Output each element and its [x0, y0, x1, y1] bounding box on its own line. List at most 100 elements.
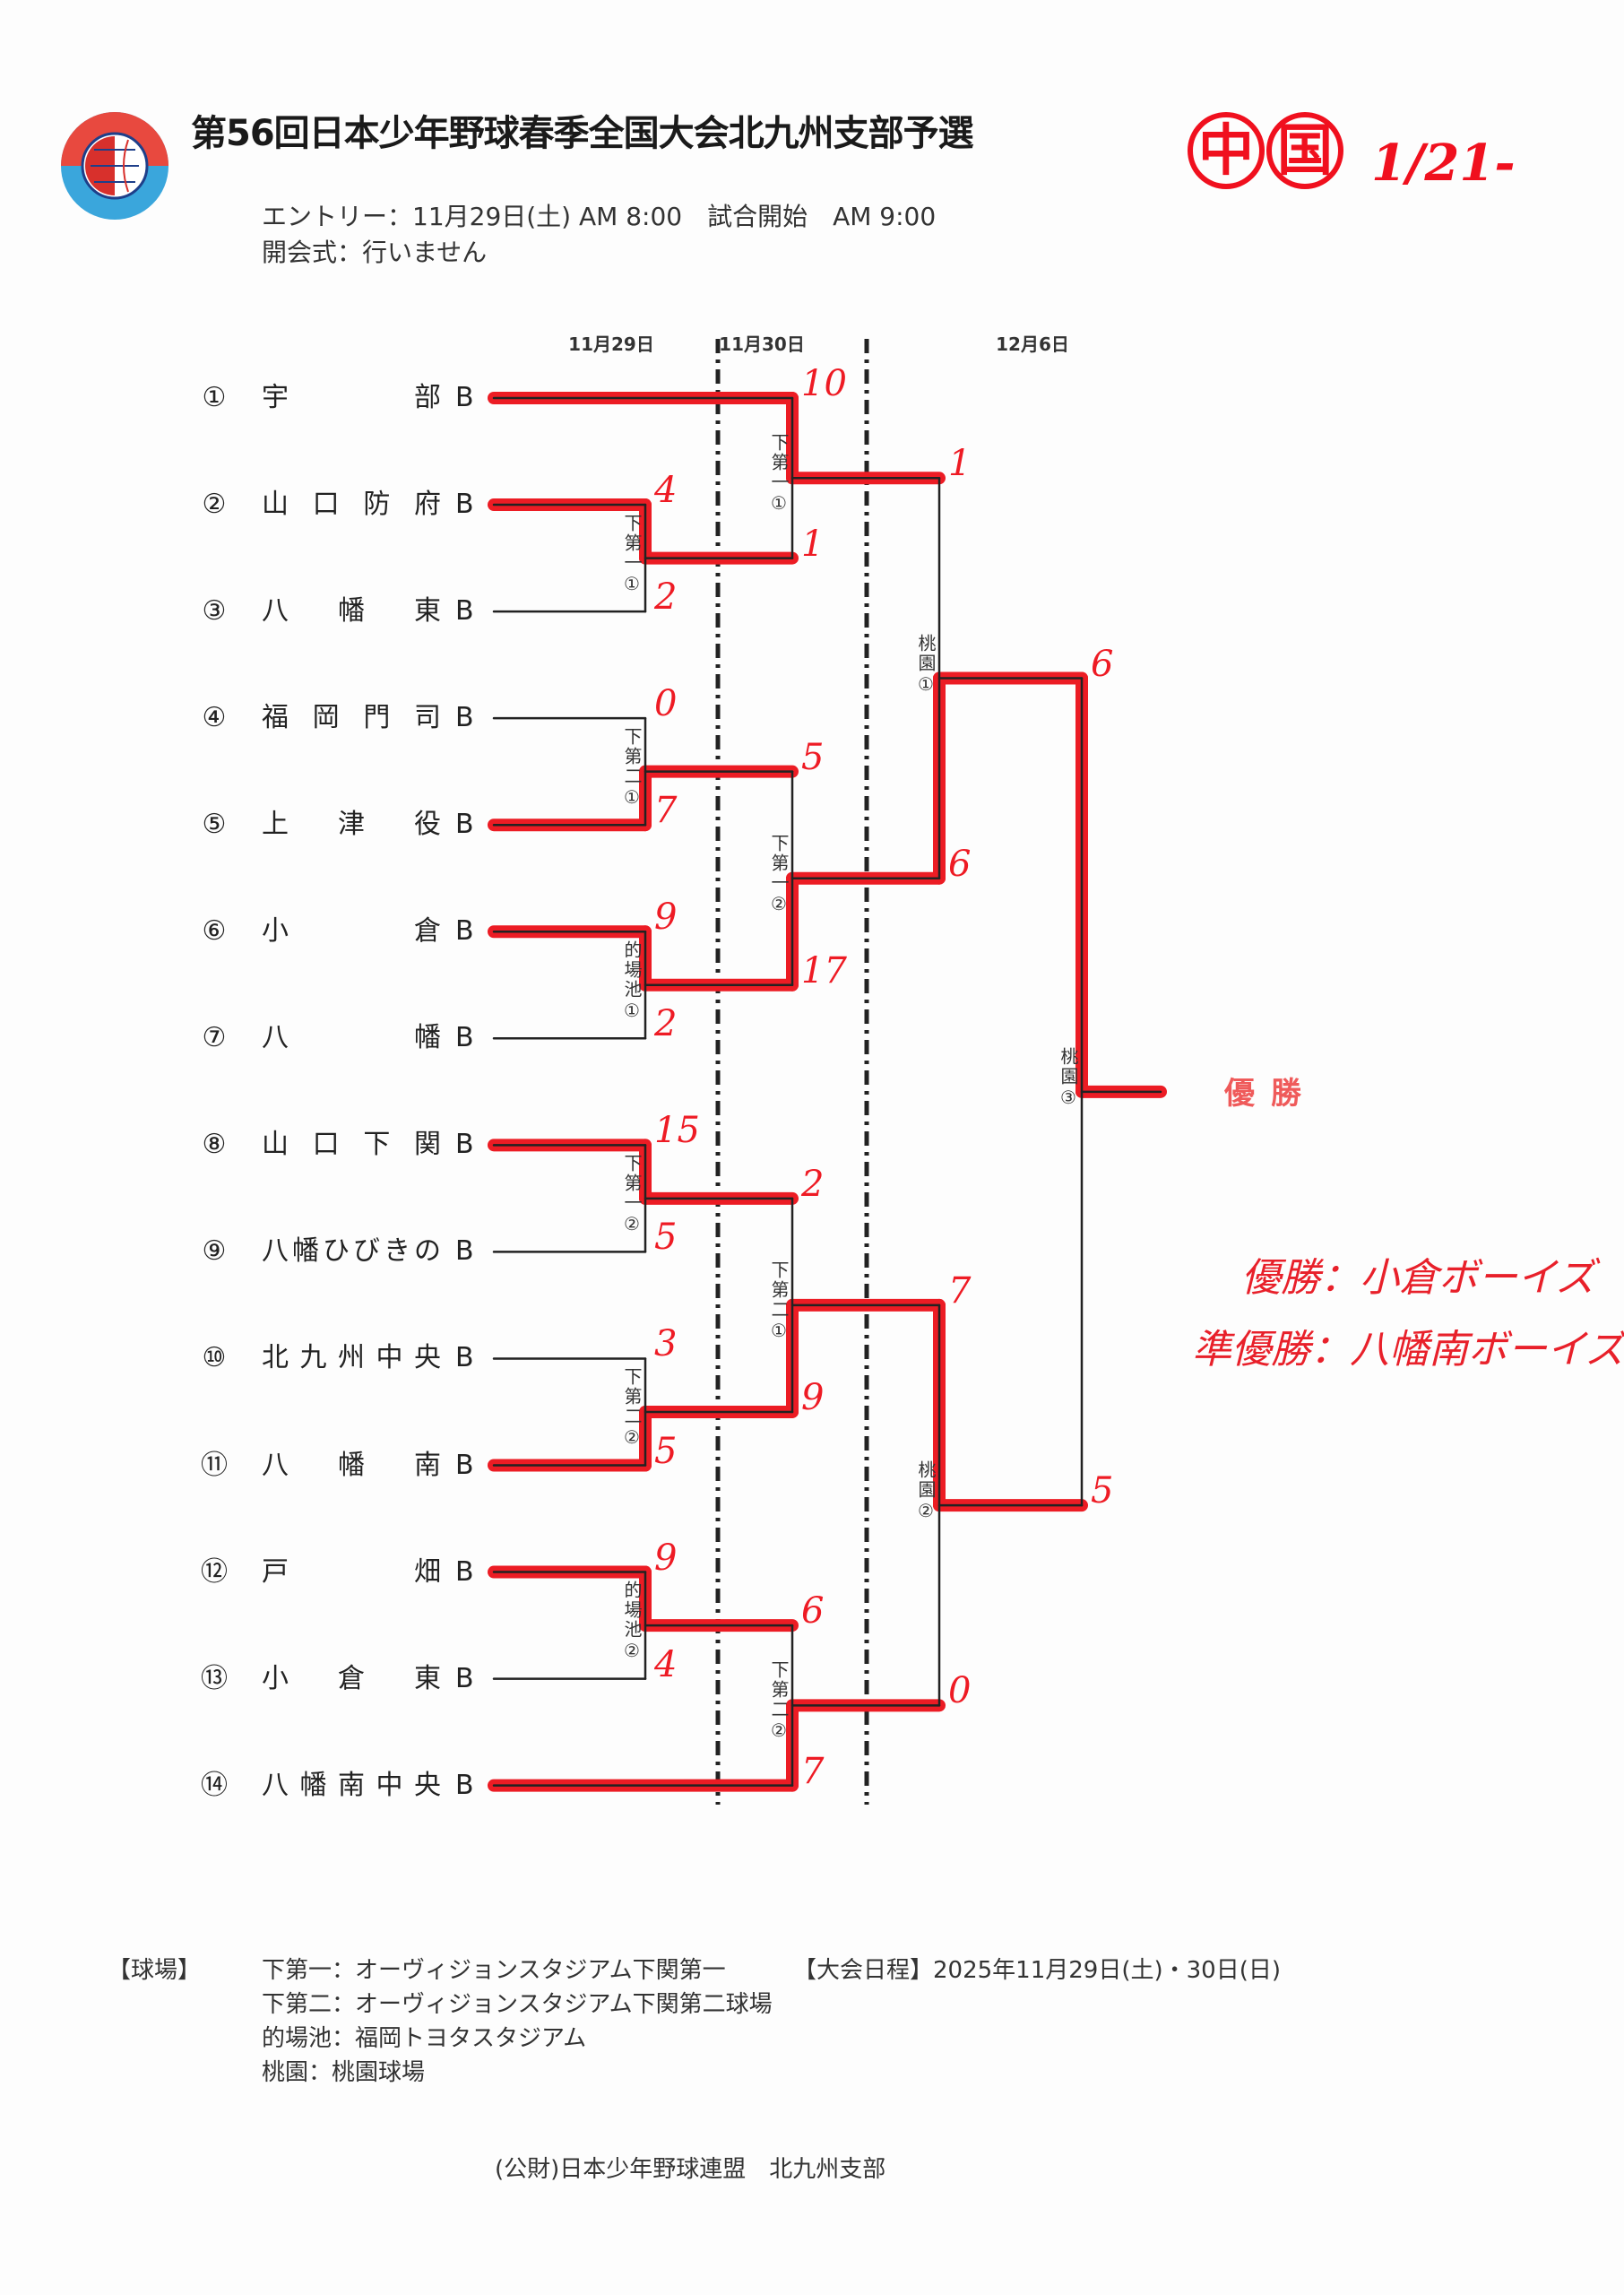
- team-name: 八幡: [262, 1022, 441, 1054]
- team-name: 小倉: [262, 915, 441, 948]
- venues-label: 【球場】: [108, 1957, 202, 1984]
- team-seed-number: ⑩: [202, 1342, 227, 1374]
- match-score: 5: [1091, 1470, 1114, 1512]
- team-suffix: B: [455, 1129, 474, 1161]
- match-venue-label: 下第一②: [621, 1153, 643, 1236]
- match-score: 5: [654, 1217, 678, 1259]
- team-seed-number: ②: [202, 489, 227, 521]
- match-venue-label: 下第一①: [621, 513, 643, 596]
- team-suffix: B: [455, 382, 474, 413]
- team-name: 福岡門司: [262, 702, 441, 734]
- match-score: 7: [801, 1750, 825, 1792]
- match-score: 4: [654, 470, 678, 512]
- match-score: 2: [654, 1003, 678, 1045]
- match-score: 2: [654, 576, 678, 619]
- venue-line: 下第二：オーヴィジョンスタジアム下関第二球場: [262, 1991, 773, 2018]
- team-name: 八幡南中央: [262, 1769, 441, 1801]
- handwritten-winner: 優勝：小倉ボーイズ: [1241, 1255, 1595, 1301]
- match-score: 7: [654, 790, 678, 832]
- match-score: 0: [948, 1670, 972, 1712]
- match-score: 17: [801, 949, 847, 992]
- date-header-day3: 12月6日: [996, 333, 1069, 355]
- team-seed-number: ①: [202, 382, 227, 413]
- team-suffix: B: [455, 1449, 474, 1481]
- match-score: 4: [654, 1643, 678, 1685]
- match-score: 6: [948, 843, 972, 885]
- schedule-info: 【大会日程】2025年11月29日(土)・30日(日): [793, 1957, 1281, 1984]
- match-venue-label: 桃園①: [915, 633, 937, 697]
- match-score: 6: [1091, 643, 1114, 685]
- match-venue-label: 下第二①: [621, 726, 643, 810]
- team-suffix: B: [455, 809, 474, 841]
- match-venue-label: 的場池①: [621, 940, 643, 1023]
- team-suffix: B: [455, 1022, 474, 1054]
- team-suffix: B: [455, 915, 474, 948]
- team-name: 北九州中央: [262, 1342, 441, 1374]
- team-seed-number: ⑪: [201, 1449, 228, 1481]
- match-score: 15: [654, 1110, 700, 1152]
- team-suffix: B: [455, 1342, 474, 1374]
- match-score: 5: [654, 1430, 678, 1472]
- team-seed-number: ⑭: [201, 1769, 228, 1801]
- match-score: 2: [801, 1163, 825, 1205]
- red-stamp: 中国: [1188, 112, 1345, 189]
- team-name: 八幡南: [262, 1449, 441, 1481]
- team-seed-number: ⑥: [202, 915, 227, 948]
- team-seed-number: ③: [202, 595, 227, 628]
- match-venue-label: 下第二①: [768, 1260, 790, 1343]
- team-suffix: B: [455, 595, 474, 628]
- match-score: 3: [654, 1323, 678, 1365]
- handwritten-runner-up: 準優勝：八幡南ボーイズ: [1192, 1327, 1624, 1373]
- team-suffix: B: [455, 1769, 474, 1801]
- page-title: 第56回日本少年野球春季全国大会北九州支部予選: [191, 113, 974, 154]
- match-score: 1: [801, 523, 825, 565]
- team-name: 宇部: [262, 382, 441, 413]
- team-seed-number: ⑤: [202, 809, 227, 841]
- match-score: 5: [801, 736, 825, 778]
- team-seed-number: ⑨: [202, 1235, 227, 1268]
- date-header-day1: 11月29日: [568, 333, 654, 355]
- match-score: 9: [801, 1376, 825, 1418]
- team-name: 戸畑: [262, 1555, 441, 1588]
- venue-line: 下第一：オーヴィジョンスタジアム下関第一: [262, 1957, 726, 1984]
- venue-line: 桃園：桃園球場: [262, 2059, 426, 2086]
- match-venue-label: 桃園②: [915, 1460, 937, 1524]
- team-suffix: B: [455, 1555, 474, 1588]
- stamp-char: 国: [1266, 112, 1343, 189]
- date-header-day2: 11月30日: [719, 333, 805, 355]
- match-score: 6: [801, 1590, 825, 1632]
- team-suffix: B: [455, 489, 474, 521]
- match-score: 1: [948, 443, 972, 485]
- team-seed-number: ⑫: [201, 1555, 228, 1588]
- match-venue-label: 下第一②: [768, 833, 790, 916]
- match-score: 7: [948, 1269, 972, 1312]
- organizer: (公財)日本少年野球連盟 北九州支部: [495, 2156, 886, 2183]
- team-seed-number: ⑬: [201, 1662, 228, 1694]
- stamp-char: 中: [1188, 112, 1265, 189]
- match-score: 9: [654, 896, 678, 939]
- team-name: 山口下関: [262, 1129, 441, 1161]
- match-venue-label: 的場池②: [621, 1581, 643, 1664]
- match-venue-label: 桃園③: [1058, 1046, 1079, 1110]
- team-suffix: B: [455, 702, 474, 734]
- venue-line: 的場池：福岡トヨタスタジアム: [262, 2025, 587, 2052]
- team-seed-number: ⑧: [202, 1129, 227, 1161]
- ceremony-info: 開会式：行いません: [262, 238, 488, 267]
- team-seed-number: ⑦: [202, 1022, 227, 1054]
- team-name: 山口防府: [262, 489, 441, 521]
- champion-label: 優勝: [1224, 1076, 1317, 1112]
- team-seed-number: ④: [202, 702, 227, 734]
- match-venue-label: 下第二②: [621, 1366, 643, 1450]
- entry-info: エントリー：11月29日(土) AM 8:00 試合開始 AM 9:00: [262, 202, 937, 231]
- team-name: 上津役: [262, 809, 441, 841]
- team-suffix: B: [455, 1662, 474, 1694]
- match-score: 10: [801, 363, 847, 404]
- team-name: 八幡ひびきの: [262, 1235, 441, 1268]
- team-name: 小倉東: [262, 1662, 441, 1694]
- team-suffix: B: [455, 1235, 474, 1268]
- boys-league-logo: [61, 112, 168, 220]
- team-name: 八幡東: [262, 595, 441, 628]
- match-venue-label: 下第一①: [768, 433, 790, 516]
